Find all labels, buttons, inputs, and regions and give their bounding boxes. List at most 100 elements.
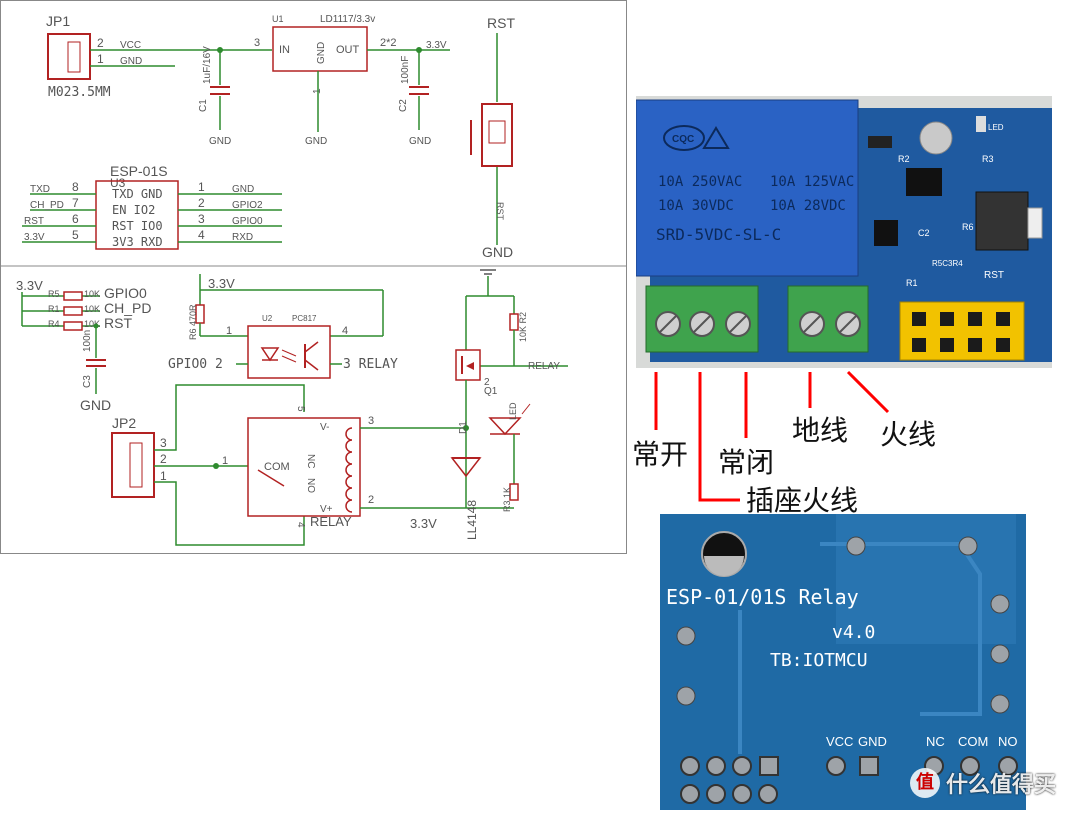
svg-text:IN: IN [279,44,290,56]
callout-line-live [846,370,890,414]
pullup-resistors: 3.3V R5 R1 R4 10K 10K 10K GPIO0 CH_PD RS… [16,278,151,413]
schematic-panel: JP1 2 1 M023.5MM VCC GND C1 1uF/16V GND … [0,0,628,556]
svg-text:10K: 10K [84,289,100,299]
svg-text:GND: GND [858,734,887,749]
svg-text:C2: C2 [918,228,930,238]
svg-text:RST: RST [104,315,132,331]
svg-text:5: 5 [72,228,79,242]
svg-text:4: 4 [295,522,306,528]
svg-text:6: 6 [72,212,79,226]
svg-text:RST: RST [24,216,44,227]
svg-text:COM: COM [264,461,290,473]
label-earth: 地线 [792,414,848,447]
svg-text:5: 5 [295,406,306,412]
svg-text:GND: GND [80,397,111,413]
svg-text:R3 1K: R3 1K [502,487,512,512]
svg-text:R2: R2 [898,154,910,164]
optocoupler: 3.3V R6 470R U2 PC817 1 4 GPIO0 2 3 RELA… [168,274,398,379]
svg-text:CH_PD: CH_PD [104,300,151,316]
svg-text:2: 2 [160,452,167,466]
svg-text:EN IO2: EN IO2 [112,203,155,217]
svg-text:2*2: 2*2 [380,37,397,49]
svg-text:7: 7 [72,196,79,210]
jp1-ref: JP1 [46,13,70,29]
svg-text:TXD GND: TXD GND [112,187,163,201]
svg-text:R1: R1 [906,278,918,288]
svg-text:CH_PD: CH_PD [30,200,64,211]
relay-board-photo: CQC 10A 250VAC 10A 30VDC 10A 125VAC 10A … [635,96,1052,368]
svg-text:NC: NC [305,454,316,468]
svg-text:PC817: PC817 [292,314,317,323]
svg-text:Q1: Q1 [484,386,498,397]
svg-text:RXD: RXD [232,232,253,243]
label-socket-live: 插座火线 [746,484,858,517]
svg-text:3.3V: 3.3V [24,232,45,243]
driver-circuit: 10K R2 RELAY Q1 2 D1 LL4148 LED R3 1K 3.… [410,269,568,540]
svg-text:C3: C3 [82,375,93,388]
reset-button [975,191,1029,251]
svg-text:TXD: TXD [30,184,50,195]
svg-text:LD1117/3.3v: LD1117/3.3v [320,14,375,25]
jp2-connector: JP2 3 2 1 [111,415,167,498]
svg-text:GND: GND [305,136,327,147]
jp1-connector: JP1 2 1 M023.5MM [46,13,111,100]
svg-text:VCC: VCC [826,734,853,749]
svg-text:COM: COM [958,734,988,749]
svg-text:VCC: VCC [120,40,141,51]
schematic-border [0,0,627,554]
svg-text:1: 1 [222,455,228,467]
svg-text:RELAY: RELAY [528,361,560,372]
svg-text:4: 4 [198,228,205,242]
board-version: v4.0 [832,622,875,643]
svg-text:V-: V- [320,422,329,433]
cqc-logo: CQC [663,125,730,151]
svg-text:GND: GND [120,56,142,67]
relay-model: SRD-5VDC-SL-C [656,225,781,244]
svg-text:2: 2 [97,36,104,50]
svg-text:10K: 10K [84,304,100,314]
watermark-logo-icon: 值 [910,768,940,798]
relay-cube [635,99,859,277]
svg-text:2: 2 [484,377,490,388]
svg-text:GPIO0 2: GPIO0 2 [168,357,223,372]
svg-text:GND: GND [482,244,513,260]
svg-text:R6: R6 [962,222,974,232]
svg-text:1: 1 [198,180,205,194]
svg-text:3.3V: 3.3V [208,276,235,291]
svg-text:CQC: CQC [672,134,694,145]
svg-text:GND: GND [232,184,254,195]
svg-text:R1: R1 [48,304,60,314]
svg-text:RELAY: RELAY [310,514,352,529]
svg-text:10K: 10K [84,319,100,329]
svg-text:10K R2: 10K R2 [518,312,528,342]
svg-text:GPIO0: GPIO0 [232,216,263,227]
callout-svg: 常开 常闭 插座火线 地线 火线 [632,370,936,517]
svg-text:U3: U3 [110,176,126,190]
svg-text:4: 4 [342,325,348,337]
svg-text:RST: RST [984,270,1004,281]
rating-line-4: 10A 28VDC [770,198,846,214]
svg-text:2: 2 [368,494,374,506]
svg-text:OUT: OUT [336,44,360,56]
svg-text:1uF/16V: 1uF/16V [202,46,213,84]
esp-title: ESP-01S [110,163,168,179]
callout-layer: 常开 常闭 插座火线 地线 火线 [628,368,1080,518]
svg-text:NC: NC [926,734,945,749]
board-back-photo: ESP-01/01S Relay v4.0 TB:IOTMCU VCC GND … [660,514,1026,810]
svg-text:GND: GND [409,136,431,147]
svg-text:V+: V+ [320,504,333,515]
board-tb: TB:IOTMCU [770,650,868,671]
schematic-svg: JP1 2 1 M023.5MM VCC GND C1 1uF/16V GND … [0,0,627,554]
svg-text:C1: C1 [198,99,209,112]
svg-text:RST IO0: RST IO0 [112,219,163,233]
svg-text:8: 8 [72,180,79,194]
svg-text:2: 2 [198,196,205,210]
svg-text:GPIO2: GPIO2 [232,200,263,211]
svg-text:U2: U2 [262,314,273,323]
svg-text:RST: RST [487,15,515,31]
svg-text:NO: NO [305,478,316,493]
mosfet-chip [874,220,898,246]
svg-text:D1: D1 [458,421,469,434]
callout-line-com [698,372,740,502]
svg-text:R4: R4 [48,319,60,329]
